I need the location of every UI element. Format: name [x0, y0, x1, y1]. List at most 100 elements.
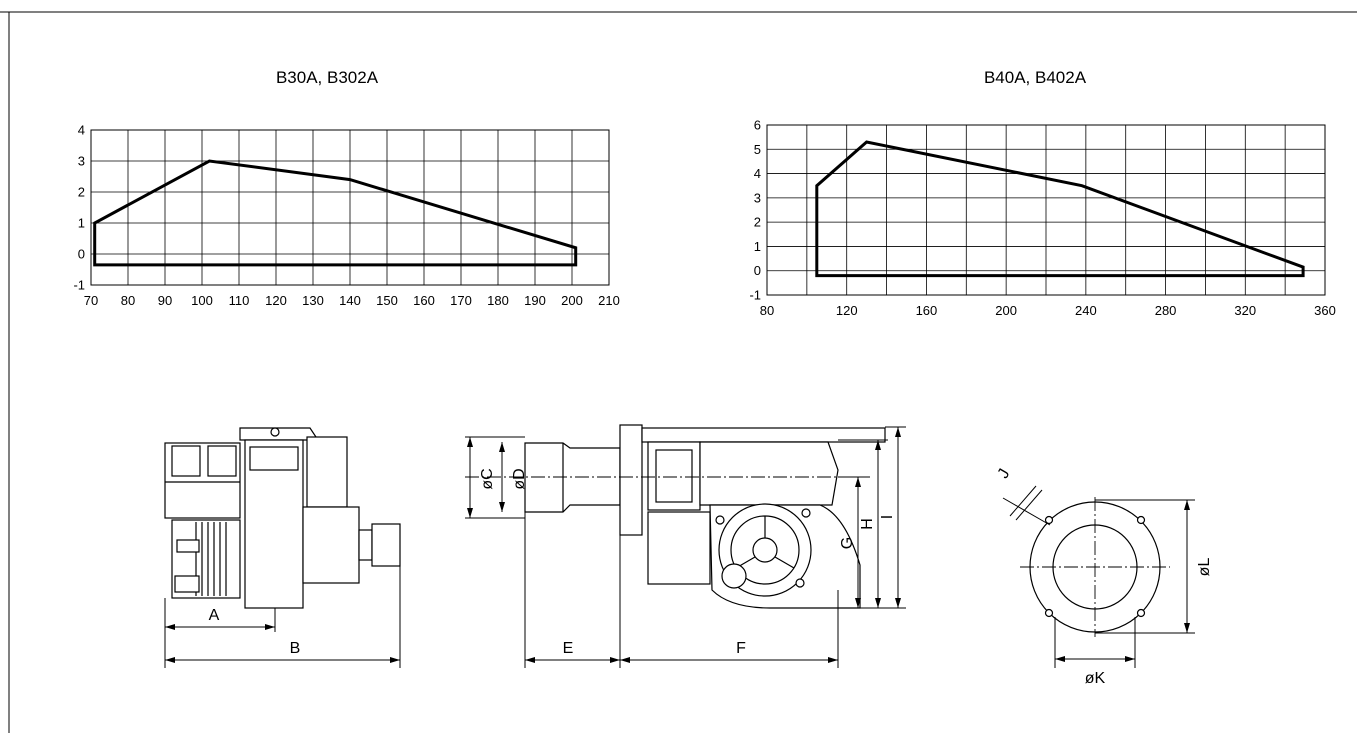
- chart-grid: [90, 129, 610, 286]
- flange-view: øL øK J: [995, 466, 1213, 687]
- x-tick-label: 160: [916, 303, 938, 318]
- x-tick-label: 190: [524, 293, 546, 308]
- connector-right: [207, 445, 237, 477]
- plot-border: [766, 124, 1326, 296]
- nozzle-collar: [358, 529, 373, 561]
- flange-block: [306, 436, 348, 508]
- dim-label-g: G: [839, 537, 856, 549]
- x-tick-label: 140: [339, 293, 361, 308]
- motor-fins: [195, 522, 227, 596]
- chart-b30a: B30A, B302A -1 0 1 2 3 4 70 80 90 100 110 120 130 14…: [73, 68, 619, 308]
- dim-label-b: B: [290, 640, 301, 657]
- mounting-flange: [619, 424, 643, 536]
- y-tick-label: 2: [78, 185, 85, 200]
- dim-arrow: [525, 657, 535, 663]
- cover-screw: [270, 427, 280, 437]
- x-tick-label: 200: [561, 293, 583, 308]
- dim-line-j: [1002, 497, 1051, 526]
- burner-side-view: A B: [164, 427, 401, 668]
- dim-arrow: [499, 442, 505, 452]
- fan-motor-cap: [721, 563, 747, 589]
- x-tick-label: 70: [84, 293, 98, 308]
- dim-label-a: A: [209, 607, 220, 624]
- housing-label: [249, 446, 299, 471]
- control-housing: [699, 441, 839, 506]
- dim-arrow: [610, 657, 620, 663]
- x-tick-label: 210: [598, 293, 620, 308]
- y-tick-label: 1: [754, 239, 761, 254]
- dim-arrow: [1184, 623, 1190, 633]
- x-tick-label: 120: [265, 293, 287, 308]
- dim-arrow: [390, 657, 400, 663]
- dim-arrow: [875, 598, 881, 608]
- y-tick-label: 6: [754, 118, 761, 133]
- bolt-hole: [1136, 515, 1146, 525]
- dim-arrow: [1184, 500, 1190, 510]
- y-tick-label: 3: [754, 190, 761, 205]
- chart-title: B30A, B302A: [276, 68, 379, 87]
- dim-label-k: øK: [1085, 670, 1106, 687]
- x-tick-label: 120: [836, 303, 858, 318]
- x-tick-label: 200: [995, 303, 1017, 318]
- window-glass: [655, 449, 693, 503]
- dim-arrow: [620, 657, 630, 663]
- connector-left: [171, 445, 201, 477]
- bolt-hole: [1044, 515, 1054, 525]
- fan-hub: [752, 537, 778, 563]
- y-tick-labels: -1 0 1 2 3 4: [73, 123, 85, 293]
- y-tick-label: 4: [78, 123, 85, 138]
- fan-screw: [801, 508, 811, 518]
- y-tick-label: 4: [754, 166, 761, 181]
- x-tick-label: 80: [121, 293, 135, 308]
- x-tick-label: 160: [413, 293, 435, 308]
- blast-tube: [524, 442, 621, 513]
- x-tick-label: 320: [1234, 303, 1256, 318]
- bolt-hole: [1136, 608, 1146, 618]
- dim-arrow: [1055, 656, 1065, 662]
- dim-arrow: [895, 427, 901, 437]
- dim-label-l: øL: [1196, 558, 1213, 577]
- dim-label-j: J: [995, 466, 1014, 481]
- bolt-hole: [1044, 608, 1054, 618]
- y-tick-label: -1: [73, 278, 85, 293]
- pump-fitting-bottom: [174, 575, 200, 593]
- x-tick-label: 110: [229, 293, 250, 308]
- dim-arrow: [1125, 656, 1135, 662]
- y-tick-label: 1: [78, 216, 85, 231]
- dim-arrow: [265, 624, 275, 630]
- x-tick-label: 90: [158, 293, 172, 308]
- x-tick-label: 150: [376, 293, 398, 308]
- dim-arrow: [875, 440, 881, 450]
- x-tick-label: 360: [1314, 303, 1336, 318]
- fan-screw: [795, 578, 805, 588]
- x-tick-label: 180: [487, 293, 509, 308]
- dim-label-e: E: [563, 640, 574, 657]
- plot-border: [90, 129, 610, 286]
- pump-fitting-top: [176, 539, 200, 553]
- dim-tick-j: [1015, 489, 1043, 521]
- y-tick-label: 2: [754, 215, 761, 230]
- y-tick-label: 0: [754, 263, 761, 278]
- dim-arrow: [895, 598, 901, 608]
- dim-arrow: [165, 624, 175, 630]
- burner-front-view: øC øD øD E F G H I: [465, 424, 906, 668]
- chart-title: B40A, B402A: [984, 68, 1087, 87]
- fan-screw: [715, 515, 725, 525]
- dim-label-d-visible: øD: [511, 468, 528, 489]
- series-line: [93, 159, 578, 267]
- chart-grid: [766, 124, 1326, 296]
- dim-arrow: [855, 477, 861, 487]
- dim-arrow: [165, 657, 175, 663]
- dim-arrow: [828, 657, 838, 663]
- x-tick-label: 130: [302, 293, 324, 308]
- x-tick-label: 100: [191, 293, 213, 308]
- y-tick-label: 0: [78, 247, 85, 262]
- dim-label-c: øC: [479, 468, 496, 489]
- dim-label-f: F: [736, 640, 746, 657]
- y-tick-label: 3: [78, 154, 85, 169]
- dim-tick-j: [1009, 485, 1037, 517]
